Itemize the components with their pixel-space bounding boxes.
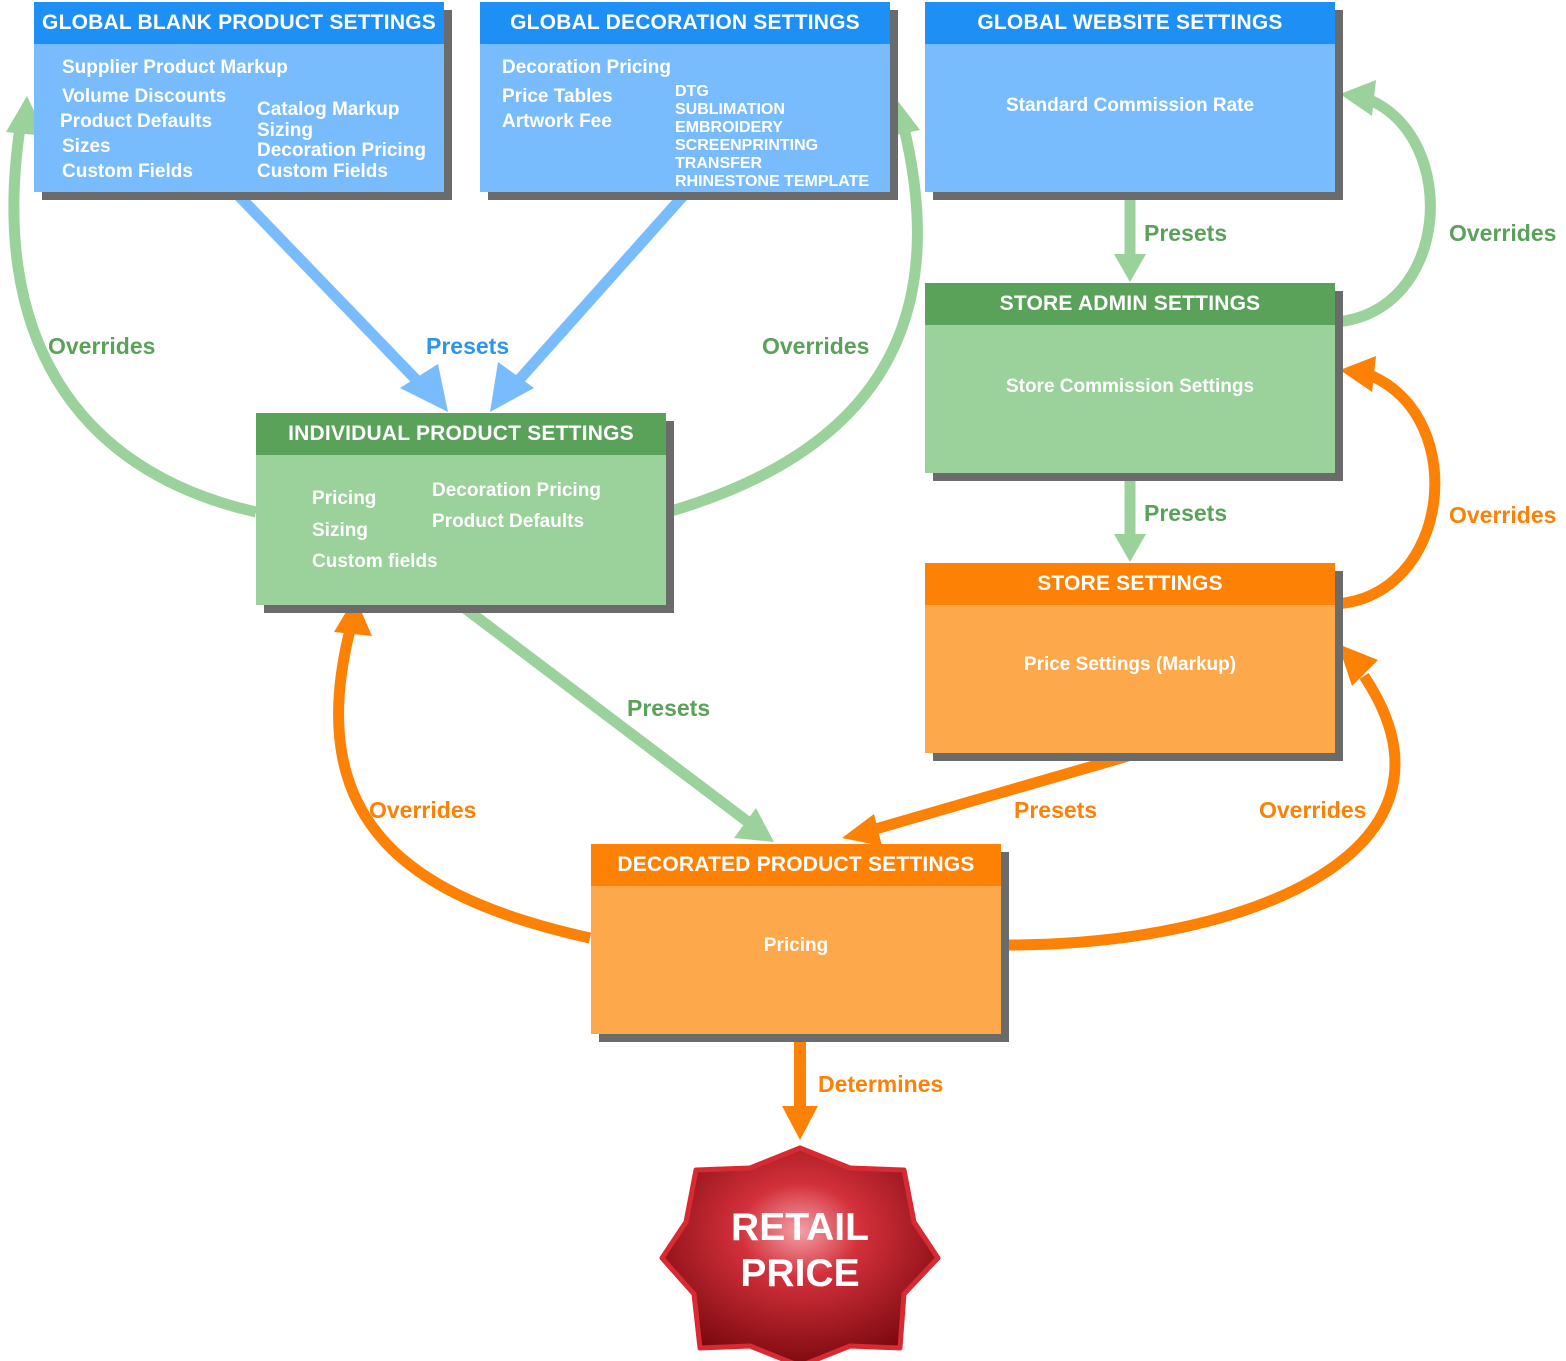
retail-price-line2: PRICE: [740, 1252, 860, 1295]
overrides-arrow-to-global-decoration: [666, 96, 923, 518]
store-admin-settings-body: Store Commission Settings: [925, 325, 1335, 473]
store-admin-settings-title: STORE ADMIN SETTINGS: [925, 283, 1335, 325]
store-admin-settings-box: STORE ADMIN SETTINGS Store Commission Se…: [925, 283, 1335, 473]
decoration-pricing-item: Decoration Pricing: [502, 57, 671, 78]
retail-price-badge: RETAIL PRICE: [676, 1205, 924, 1297]
store-settings-title: STORE SETTINGS: [925, 563, 1335, 605]
global-website-settings-box: GLOBAL WEBSITE SETTINGS Standard Commiss…: [925, 2, 1335, 192]
presets-arrow-global-blank: [234, 191, 448, 412]
individual-product-settings-body: Pricing Sizing Custom fields Decoration …: [256, 455, 666, 605]
presets-arrow-individual-to-decorated: [458, 601, 774, 842]
overrides-label-global-blank: Overrides: [48, 333, 156, 359]
standard-commission-rate-item: Standard Commission Rate: [1005, 95, 1255, 116]
transfer-subitem: TRANSFER: [675, 155, 763, 172]
product-defaults-subitem: Product Defaults: [432, 511, 585, 532]
supplier-product-markup-item: Supplier Product Markup: [62, 57, 288, 78]
presets-arrow-website-to-admin: [1114, 196, 1146, 282]
catalog-markup-subitem: Catalog Markup: [257, 99, 400, 120]
sizes-item: Sizes: [62, 136, 111, 157]
screenprinting-subitem: SCREENPRINTING: [675, 137, 819, 154]
presets-label-global: Presets: [426, 333, 510, 359]
presets-arrow-admin-to-store: [1114, 476, 1146, 562]
custom-fields-subitem: Custom Fields: [257, 161, 388, 182]
global-blank-product-settings-body: Supplier Product Markup Volume Discounts…: [34, 44, 444, 192]
custom-fields-item: Custom fields: [312, 551, 438, 572]
presets-label-admin-to-store: Presets: [1144, 500, 1228, 526]
presets-label-website-to-admin: Presets: [1144, 220, 1228, 246]
overrides-label-store: Overrides: [1259, 797, 1367, 823]
overrides-arrow-to-store-admin: [1335, 356, 1441, 610]
decorated-product-settings-body: Pricing: [591, 886, 1001, 1034]
presets-label-store-to-decorated: Presets: [1014, 797, 1098, 823]
global-decoration-settings-title: GLOBAL DECORATION SETTINGS: [480, 2, 890, 44]
sizing-item: Sizing: [312, 520, 368, 541]
determines-arrow: [782, 1036, 818, 1140]
individual-product-settings-box: INDIVIDUAL PRODUCT SETTINGS Pricing Sizi…: [256, 413, 666, 605]
overrides-arrow-to-individual: [333, 597, 592, 944]
pricing-item: Pricing: [312, 488, 377, 509]
store-commission-settings-item: Store Commission Settings: [1005, 376, 1255, 397]
decoration-pricing-subitem: Decoration Pricing: [257, 140, 426, 161]
retail-price-line1: RETAIL: [731, 1206, 869, 1249]
global-website-settings-title: GLOBAL WEBSITE SETTINGS: [925, 2, 1335, 44]
overrides-label-individual: Overrides: [369, 797, 477, 823]
dtg-subitem: DTG: [675, 83, 709, 100]
global-blank-product-settings-box: GLOBAL BLANK PRODUCT SETTINGS Supplier P…: [34, 2, 444, 192]
presets-arrow-global-decoration: [490, 191, 689, 412]
global-decoration-settings-box: GLOBAL DECORATION SETTINGS Decoration Pr…: [480, 2, 890, 192]
decorated-product-settings-box: DECORATED PRODUCT SETTINGS Pricing: [591, 844, 1001, 1034]
decoration-pricing-subitem: Decoration Pricing: [432, 480, 601, 501]
decorated-pricing-item: Pricing: [763, 935, 829, 956]
store-settings-body: Price Settings (Markup): [925, 605, 1335, 753]
overrides-arrow-to-store: [1007, 644, 1401, 951]
price-settings-markup-item: Price Settings (Markup): [1023, 654, 1237, 675]
product-defaults-item: Product Defaults: [60, 111, 213, 132]
price-tables-item: Price Tables: [502, 86, 613, 107]
artwork-fee-item: Artwork Fee: [502, 111, 612, 132]
presets-label-individual-to-decorated: Presets: [627, 695, 711, 721]
rhinestone-template-subitem: RHINESTONE TEMPLATE: [675, 173, 870, 190]
determines-label: Determines: [818, 1071, 944, 1097]
sublimation-subitem: SUBLIMATION: [675, 101, 785, 118]
embroidery-subitem: EMBROIDERY: [675, 119, 783, 136]
overrides-label-global-decoration: Overrides: [762, 333, 870, 359]
retail-price-badge-shape: [659, 1145, 941, 1361]
sizing-subitem: Sizing: [257, 120, 313, 141]
decorated-product-settings-title: DECORATED PRODUCT SETTINGS: [591, 844, 1001, 886]
global-website-settings-body: Standard Commission Rate: [925, 44, 1335, 192]
individual-product-settings-title: INDIVIDUAL PRODUCT SETTINGS: [256, 413, 666, 455]
custom-fields-item: Custom Fields: [62, 161, 193, 182]
volume-discounts-item: Volume Discounts: [62, 86, 227, 107]
overrides-label-global-website: Overrides: [1449, 220, 1557, 246]
overrides-arrow-to-global-website: [1335, 80, 1436, 328]
store-settings-box: STORE SETTINGS Price Settings (Markup): [925, 563, 1335, 753]
presets-arrow-store-to-decorated: [842, 750, 1130, 846]
overrides-label-store-admin: Overrides: [1449, 502, 1557, 528]
global-blank-product-settings-title: GLOBAL BLANK PRODUCT SETTINGS: [34, 2, 444, 44]
global-decoration-settings-body: Decoration Pricing Price Tables Artwork …: [480, 44, 890, 192]
